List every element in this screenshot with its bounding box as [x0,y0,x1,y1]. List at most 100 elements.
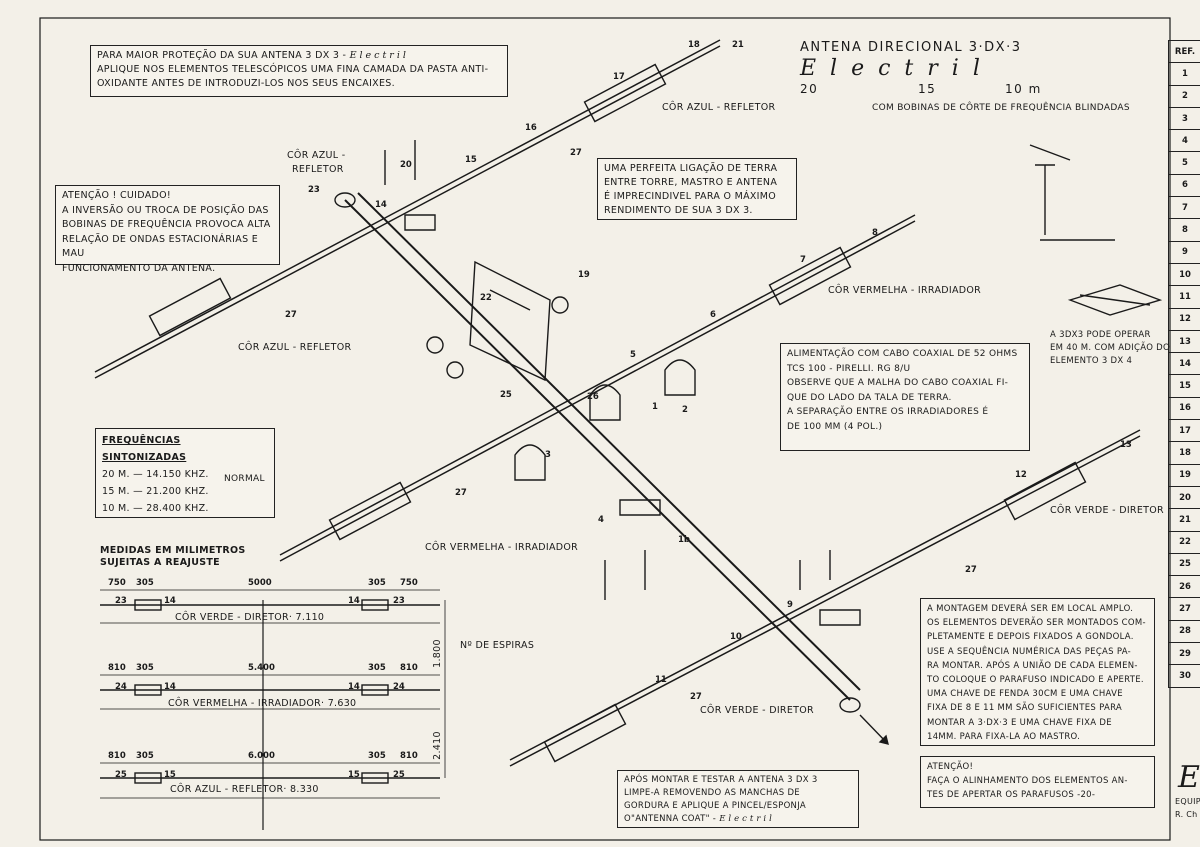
ref-table-cell: 3 [1168,106,1200,131]
ref-table-cell: 18 [1168,441,1200,465]
forty-m-line: A 3DX3 PODE OPERAR [1050,330,1151,340]
dim: 6.000 [248,751,275,761]
part-number: 21 [732,40,744,50]
measure-diretor [100,589,440,624]
frequency-normal: NORMAL [224,474,265,484]
forty-m-inset [1079,294,1151,306]
ref-table-cell: 15 [1168,374,1200,398]
ground-note: UMA PERFEITA LIGAÇÃO DE TERRA ENTRE TORR… [597,158,797,220]
ref-table-cell: 6 [1168,173,1200,198]
ref-table-cell: 13 [1168,329,1200,354]
band-10: 10 m [1005,82,1042,96]
turns: 14 [164,682,176,692]
part-number: 16 [525,123,537,133]
vertical-dimension-1: 1.800 [431,639,443,668]
feed-line: QUE DO LADO DA TALA DE TERRA. [787,392,952,403]
sheet-title: ANTENA DIRECIONAL 3·DX·3 [800,40,1022,55]
attention-note: ATENÇÃO ! CUIDADO! A INVERSÃO OU TROCA D… [55,185,280,274]
measure-label-refletor: CÔR AZUL - REFLETOR· 8.330 [170,784,319,795]
reflector-element [94,39,721,373]
frequency-row: 15 M. — 21.200 Khz. [102,486,209,497]
part-number: 18 [688,40,700,50]
label-diretor-bottom: CÔR VERDE - DIRETOR [700,705,814,716]
turns: 15 [348,770,360,780]
director-trap-left [543,703,627,763]
frequency-row: 20 M. — 14.150 Khz. [102,469,209,480]
part-number: 8 [872,228,878,238]
driven-trap-right [768,246,852,306]
part-number: 20 [400,160,412,170]
label-irradiador-right: CÔR VERMELHA - IRRADIADOR [828,285,982,296]
part-number: 11 [655,675,667,685]
part-number: 10 [730,632,742,642]
ref-table-cell: 5 [1168,151,1200,175]
part-number: 4 [598,515,604,525]
ref-table-cell: 25 [1168,552,1200,577]
part-number: 2 [682,405,688,415]
ref-table-cell: 16 [1168,396,1200,421]
dim: 305 [136,663,154,673]
boom-line [357,192,861,691]
turns: 14 [348,682,360,692]
turns: 23 [115,596,127,606]
dim: 810 [108,751,126,761]
dim: 810 [400,751,418,761]
dim: 750 [400,578,418,588]
ref-table-header: REF. [1168,39,1200,64]
driven-element [279,214,916,556]
protection-line-3: OXIDANTE ANTES DE INTRODUZI-LOS NOS SEUS… [97,78,395,89]
clamp-4 [619,499,661,516]
feed-line: TCS 100 - PIRELLI. RG 8/U [787,363,911,374]
forty-m-inset [1067,284,1163,316]
boom-line [344,199,851,701]
alignment-line: ATENÇÃO! [927,762,974,772]
coat-note: APÓS MONTAR E TESTAR A ANTENA 3 DX 3 LIM… [617,770,859,828]
part-number: 7 [800,255,806,265]
clamp-19b [551,296,569,314]
espiras-label: Nº DE ESPIRAS [460,640,535,651]
arrow-head [878,734,889,745]
part-number: 12 [1015,470,1027,480]
clamp-19a [426,336,444,354]
dim: 305 [136,578,154,588]
driven-element [279,220,916,562]
dim: 305 [136,751,154,761]
protection-line-1: PARA MAIOR PROTEÇÃO DA SUA ANTENA 3 DX 3… [97,50,347,61]
label-refletor-left: CÔR AZUL - REFLETOR [238,342,352,353]
turns: 24 [115,682,127,692]
part-number: 26 [587,392,599,402]
frequency-row: 10 M. — 28.400 Khz. [102,503,209,514]
director-trap-right [1003,461,1087,521]
brand-script: Electril [800,56,994,81]
ref-table-cell: 11 [1168,285,1200,309]
clamp-14 [404,214,436,231]
label-refletor-small-2: REFLETOR [292,164,344,175]
coat-line: GORDURA E APLIQUE A PINCEL/ESPONJA [624,801,806,811]
attention-line: RELAÇÃO DE ONDAS ESTACIONÁRIAS E MAU [62,233,259,260]
part-number: 22 [480,293,492,303]
ref-table-cell: 8 [1168,218,1200,242]
turns: 23 [393,596,405,606]
equip-line-2: R. Ch [1175,810,1198,819]
part-number: 25 [500,390,512,400]
turns: 25 [393,770,405,780]
assembly-line: PLETAMENTE E DEPOIS FIXADOS A GONDOLA. [927,632,1134,643]
assembly-line: 14mm. PARA FIXA-LA AO MASTRO. [927,731,1081,742]
assembly-line: FIXA DE 8 e 11 mm SÃO SUFICIENTES PARA [927,703,1123,714]
reflector-trap-right [583,63,667,123]
frequencies-header: FREQUÊNCIAS SINTONIZADAS [102,435,187,463]
ref-table-cell: 4 [1168,129,1200,153]
forty-m-line: EM 40 M. COM ADIÇÃO DO [1050,343,1171,353]
dim: 305 [368,751,386,761]
part-number: 14 [375,200,387,210]
part-number: 3 [545,450,551,460]
ref-table-cell: 28 [1168,619,1200,644]
ref-table-cell: 21 [1168,508,1200,532]
label-refletor-small-1: CÔR AZUL - [287,150,346,161]
ref-table-cell: 14 [1168,352,1200,376]
assembly-line: OS ELEMENTOS DEVERÃO SER MONTADOS COM- [927,618,1146,629]
tower-sketch [1029,144,1071,161]
